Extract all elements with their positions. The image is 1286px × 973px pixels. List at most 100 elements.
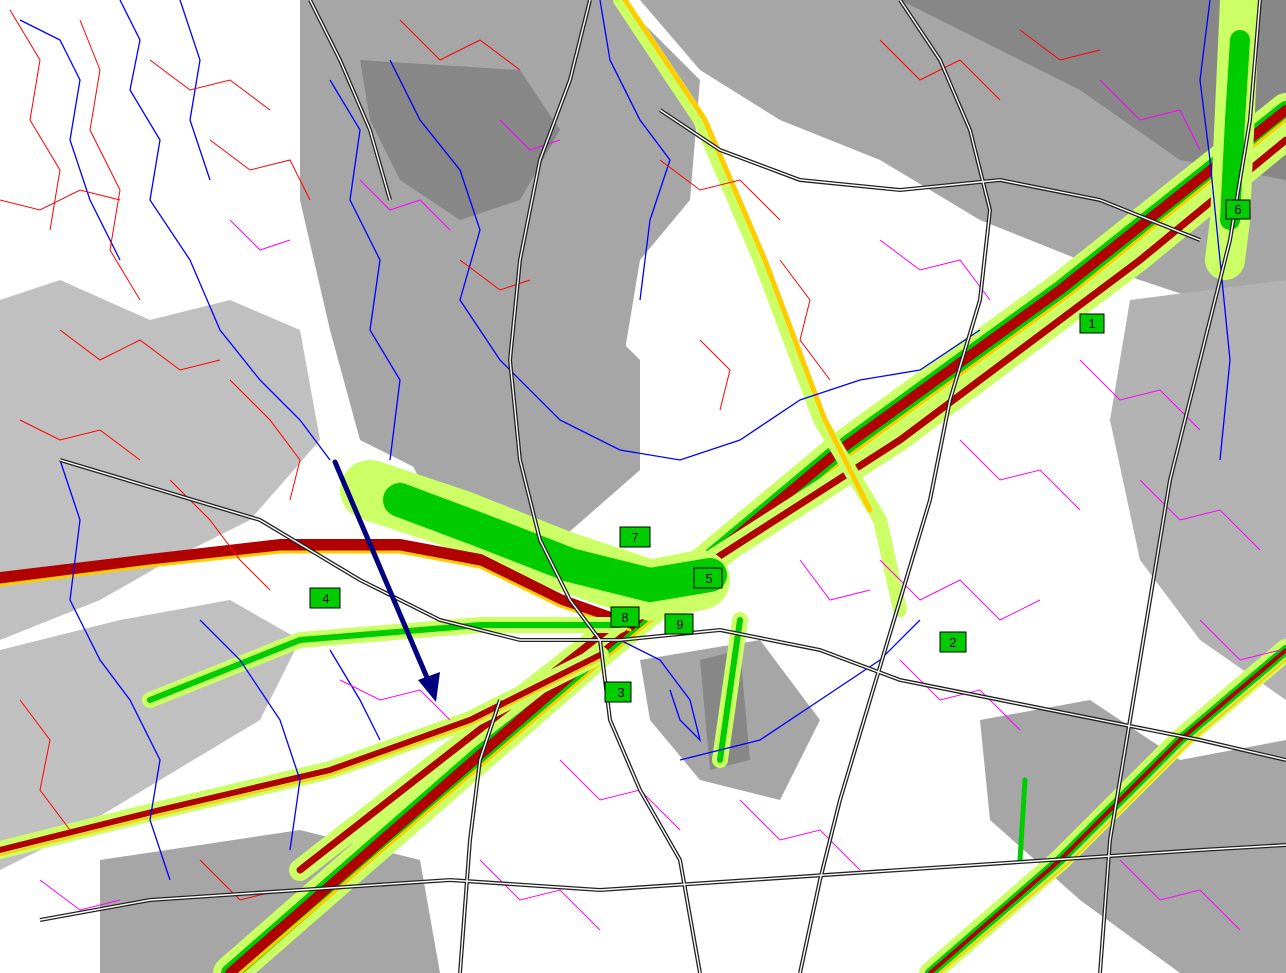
red-road-6 <box>59 329 221 371</box>
stream-9 <box>619 639 702 743</box>
stream-10 <box>679 619 921 761</box>
site-label-6-text: 6 <box>1234 202 1241 217</box>
magenta-road-18 <box>1199 619 1281 661</box>
site-label-9: 9 <box>664 613 694 635</box>
site-labels: 1 2 3 4 5 6 7 8 <box>309 199 1251 703</box>
magenta-road-14 <box>1139 479 1261 551</box>
highway-loop-south-gap <box>39 844 1286 921</box>
highway-center-north-gap <box>509 0 601 641</box>
gray-zone-east <box>1110 280 1286 700</box>
magenta-road-16 <box>39 879 121 911</box>
magenta-road-5 <box>1079 359 1201 431</box>
highway-southwest-gap <box>459 699 501 973</box>
red-road-18 <box>459 259 531 291</box>
gray-zone-southeast <box>980 700 1286 973</box>
band-north-light <box>613 0 907 617</box>
red-road-11 <box>659 159 781 221</box>
band-west-mid-green <box>147 622 623 703</box>
magenta-road-11 <box>229 219 291 251</box>
magenta-road-3 <box>959 439 1081 511</box>
magenta-road-12 <box>359 179 451 231</box>
magenta-road-4 <box>1099 79 1201 151</box>
red-road-10 <box>399 19 521 71</box>
stream-4 <box>329 79 401 461</box>
gray-zone-northeast-dark <box>900 0 1286 180</box>
red-road-16 <box>19 699 71 831</box>
site-label-5: 5 <box>693 567 723 589</box>
red-road-15 <box>1019 29 1101 61</box>
site-label-2: 2 <box>939 631 967 653</box>
gray-zone-center <box>400 300 640 540</box>
red-road-13 <box>699 339 731 411</box>
highway-north-east-gap <box>659 109 1201 241</box>
red-road-8 <box>19 419 141 461</box>
site-label-3-text: 3 <box>617 685 624 700</box>
stream-2 <box>19 19 121 261</box>
highway-northwest-gap <box>309 0 391 201</box>
stream-8 <box>199 619 301 851</box>
stream-12 <box>329 649 381 741</box>
band-southeast-red <box>928 648 1286 973</box>
site-label-1: 1 <box>1079 313 1105 334</box>
red-road-2 <box>79 19 141 301</box>
red-road-3 <box>0 189 121 211</box>
magenta-road-6 <box>879 239 991 301</box>
magenta-road-15 <box>1119 859 1241 931</box>
site-label-8-text: 8 <box>621 610 628 625</box>
site-label-4-text: 4 <box>322 591 329 606</box>
magenta-road-8 <box>559 759 681 831</box>
stream-6 <box>599 0 671 301</box>
white-clearing-west <box>60 180 230 300</box>
band-north-yellow <box>622 0 873 513</box>
band-northeast-green <box>1220 30 1250 230</box>
site-label-2-text: 2 <box>949 635 956 650</box>
band-southeast-yellow <box>939 659 1286 973</box>
band-east-spur-green <box>1017 777 1028 863</box>
band-west-green <box>383 483 727 603</box>
stream-7 <box>59 459 171 881</box>
band-southwest-yellow <box>0 659 601 856</box>
band-south-spur-green <box>717 617 743 763</box>
red-road-14 <box>879 39 1001 101</box>
direction-arrow <box>332 459 440 702</box>
stream-3 <box>179 0 211 181</box>
site-label-1-text: 1 <box>1088 316 1095 331</box>
site-label-5-text: 5 <box>705 571 712 586</box>
band-main-diagonal-yellow <box>238 118 1286 973</box>
site-label-3: 3 <box>604 681 632 703</box>
streams <box>19 0 1231 881</box>
site-label-8: 8 <box>610 606 640 628</box>
red-road-5 <box>209 139 311 201</box>
highway-west-east-gap <box>59 459 1286 761</box>
stream-11 <box>1199 0 1231 461</box>
site-label-4: 4 <box>309 587 341 609</box>
arrow-head <box>418 672 440 702</box>
red-road-4 <box>149 59 271 111</box>
band-west-yellow <box>0 550 632 632</box>
arrow-shaft <box>332 459 431 683</box>
magenta-road-9 <box>479 859 601 931</box>
magenta-road-2 <box>899 659 1021 731</box>
magenta-road-7 <box>739 799 861 871</box>
local-roads-magenta <box>39 79 1281 931</box>
magenta-road-17 <box>799 559 871 601</box>
site-label-7-text: 7 <box>631 530 638 545</box>
gray-zone-left <box>0 280 320 640</box>
stream-1 <box>119 0 331 461</box>
magenta-road-13 <box>499 119 561 151</box>
magenta-road-1 <box>879 559 1041 621</box>
highway-east-gap <box>799 0 991 973</box>
site-label-9-text: 9 <box>676 617 683 632</box>
band-southwest-red <box>0 652 603 853</box>
site-label-7: 7 <box>619 526 651 548</box>
local-roads-red <box>0 9 1101 901</box>
red-road-7 <box>229 379 301 501</box>
stream-5 <box>389 59 981 461</box>
red-road-1 <box>9 9 61 231</box>
band-west-red <box>0 539 636 631</box>
magenta-road-10 <box>339 679 451 721</box>
red-road-12 <box>779 259 831 381</box>
site-label-6: 6 <box>1225 199 1251 220</box>
highway-far-east-gap <box>1099 0 1261 973</box>
